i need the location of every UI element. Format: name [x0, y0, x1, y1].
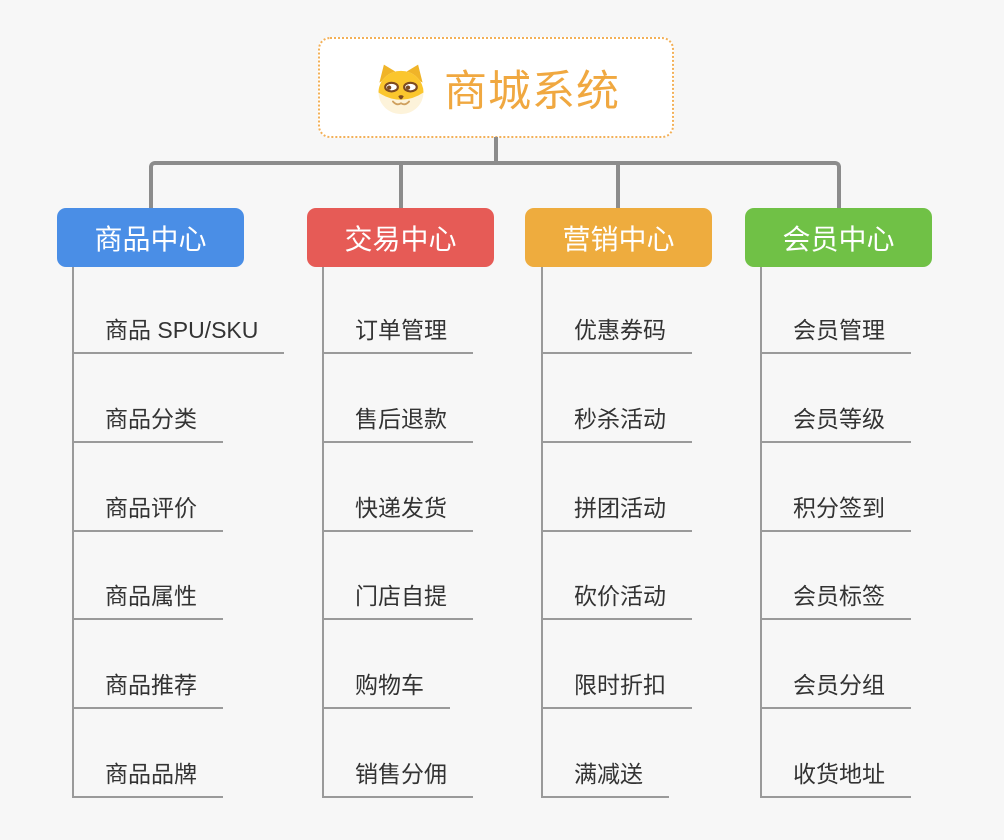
leaf-item[interactable]: 商品品牌 — [72, 755, 223, 798]
shiba-dog-icon — [378, 64, 424, 114]
leaf-item[interactable]: 商品推荐 — [72, 666, 223, 710]
branch-header-trade-center[interactable]: 交易中心 — [307, 208, 494, 267]
root-node-mall-system[interactable]: 商城系统 — [318, 37, 674, 138]
leaf-item[interactable]: 收货地址 — [760, 755, 911, 798]
branch-header-member-center[interactable]: 会员中心 — [745, 208, 932, 267]
leaf-item[interactable]: 商品 SPU/SKU — [72, 311, 285, 354]
leaf-item[interactable]: 拼团活动 — [541, 489, 692, 532]
branch-header-marketing-center[interactable]: 营销中心 — [525, 208, 712, 267]
branch-column-member-center: 会员管理 会员等级 积分签到 会员标签 会员分组 收货地址 — [760, 267, 1004, 798]
connector-root-stub — [494, 137, 498, 163]
leaf-item[interactable]: 商品属性 — [72, 577, 223, 621]
leaf-item[interactable]: 会员等级 — [760, 400, 911, 443]
leaf-item[interactable]: 购物车 — [322, 666, 450, 710]
leaf-item[interactable]: 售后退款 — [322, 400, 473, 443]
leaf-item[interactable]: 商品评价 — [72, 489, 223, 532]
branch-trunk-line — [541, 267, 543, 798]
branch-trunk-line — [72, 267, 74, 798]
leaf-item[interactable]: 秒杀活动 — [541, 400, 692, 443]
branch-column-trade-center: 订单管理 售后退款 快递发货 门店自提 购物车 销售分佣 — [322, 267, 572, 798]
leaf-item[interactable]: 销售分佣 — [322, 755, 473, 798]
leaf-item[interactable]: 会员分组 — [760, 666, 911, 710]
leaf-item[interactable]: 会员标签 — [760, 577, 911, 621]
branch-header-product-center[interactable]: 商品中心 — [57, 208, 244, 267]
connector-bracket — [149, 161, 841, 208]
connector-branch2-line — [399, 163, 403, 208]
connector-branch3-line — [616, 163, 620, 208]
leaf-item[interactable]: 门店自提 — [322, 577, 473, 621]
leaf-item[interactable]: 会员管理 — [760, 311, 911, 354]
leaf-item[interactable]: 商品分类 — [72, 400, 223, 443]
leaf-item[interactable]: 满减送 — [541, 755, 669, 798]
leaf-item[interactable]: 优惠券码 — [541, 311, 692, 354]
leaf-item[interactable]: 砍价活动 — [541, 577, 692, 621]
leaf-item[interactable]: 积分签到 — [760, 489, 911, 532]
branch-trunk-line — [322, 267, 324, 798]
leaf-item[interactable]: 快递发货 — [322, 489, 473, 532]
leaf-item[interactable]: 订单管理 — [322, 311, 473, 354]
branch-trunk-line — [760, 267, 762, 798]
branch-column-product-center: 商品 SPU/SKU 商品分类 商品评价 商品属性 商品推荐 商品品牌 — [72, 267, 322, 798]
branch-column-marketing-center: 优惠券码 秒杀活动 拼团活动 砍价活动 限时折扣 满减送 — [541, 267, 791, 798]
leaf-item[interactable]: 限时折扣 — [541, 666, 692, 710]
root-title: 商城系统 — [444, 67, 620, 116]
